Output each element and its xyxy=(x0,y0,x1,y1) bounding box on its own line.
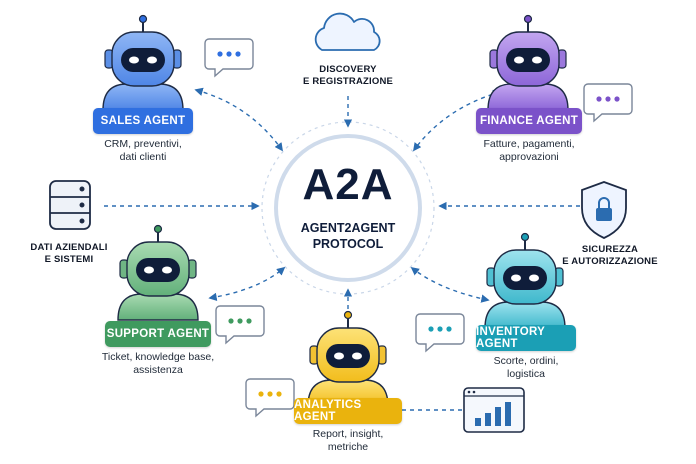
arrow-support xyxy=(208,266,286,302)
connectors xyxy=(104,87,580,411)
chat-bubble-icon xyxy=(583,83,633,123)
discovery-caption: DISCOVERY E REGISTRAZIONE xyxy=(302,64,394,87)
robot-finance-icon xyxy=(487,14,569,111)
arrow-finance xyxy=(413,89,502,152)
inventory-agent-badge: INVENTORY AGENT xyxy=(476,325,576,351)
chat-bubble-icon xyxy=(245,378,295,418)
support-agent-desc: Ticket, knowledge base, assistenza xyxy=(101,351,215,376)
chat-bubble-icon xyxy=(215,305,265,345)
finance-agent-desc: Fatture, pagamenti, approvazioni xyxy=(483,138,575,163)
chat-bubble-icon xyxy=(415,313,465,353)
chat-bubble-icon xyxy=(204,38,254,78)
robot-support-icon xyxy=(117,224,199,321)
center-subtitle-line2: PROTOCOL xyxy=(312,237,384,251)
analytics-agent-desc: Report, insight, metriche xyxy=(312,428,384,453)
finance-agent-badge: FINANCE AGENT xyxy=(476,108,582,134)
analytics-agent-badge: ANALYTICS AGENT xyxy=(294,398,402,424)
support-agent-badge: SUPPORT AGENT xyxy=(105,321,211,347)
robot-inventory-icon xyxy=(484,232,566,329)
arrow-sales xyxy=(194,87,283,152)
center-title: A2A xyxy=(302,160,394,209)
center-subtitle: AGENT2AGENT PROTOCOL xyxy=(276,220,420,252)
sales-agent-desc: CRM, preventivi, dati clienti xyxy=(104,138,182,163)
arrow-inventory xyxy=(410,266,490,303)
bar-chart-icon xyxy=(463,387,525,433)
center-subtitle-line1: AGENT2AGENT xyxy=(300,221,396,235)
robot-sales-icon xyxy=(102,14,184,111)
sales-agent-badge: SALES AGENT xyxy=(93,108,193,134)
inventory-agent-desc: Scorte, ordini, logistica xyxy=(493,355,559,380)
robot-analytics-icon xyxy=(307,310,389,407)
database-icon xyxy=(49,180,91,230)
security-caption: SICUREZZA E AUTORIZZAZIONE xyxy=(562,244,658,267)
data-caption: DATI AZIENDALI E SISTEMI xyxy=(30,242,108,265)
cloud-icon xyxy=(314,12,381,51)
shield-lock-icon xyxy=(581,181,627,239)
